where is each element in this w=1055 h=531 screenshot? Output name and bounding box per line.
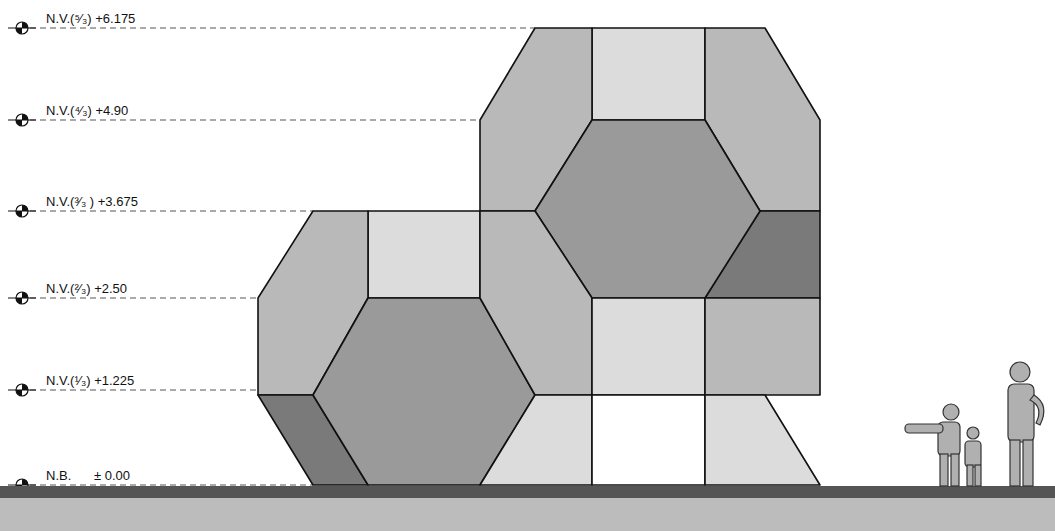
level-marker-line bbox=[8, 120, 36, 121]
level-marker-line bbox=[8, 298, 36, 299]
level-label: N.V.(³⁄₃ ) +3.675 bbox=[44, 194, 140, 209]
level-label: N.V.(¹⁄₃) +1.225 bbox=[44, 373, 136, 388]
level-marker-line bbox=[8, 28, 36, 29]
level-marker-line bbox=[8, 485, 36, 486]
level-label: N.V.(⁵⁄₃) +6.175 bbox=[44, 11, 137, 26]
level-label: N.V.(²⁄₃) +2.50 bbox=[44, 281, 129, 296]
level-label: ± 0.00 bbox=[92, 468, 132, 483]
level-marker-line bbox=[8, 390, 36, 391]
level-label: N.V.(⁴⁄₃) +4.90 bbox=[44, 103, 130, 118]
level-marker-line bbox=[8, 211, 36, 212]
level-label: N.B. bbox=[44, 468, 73, 483]
